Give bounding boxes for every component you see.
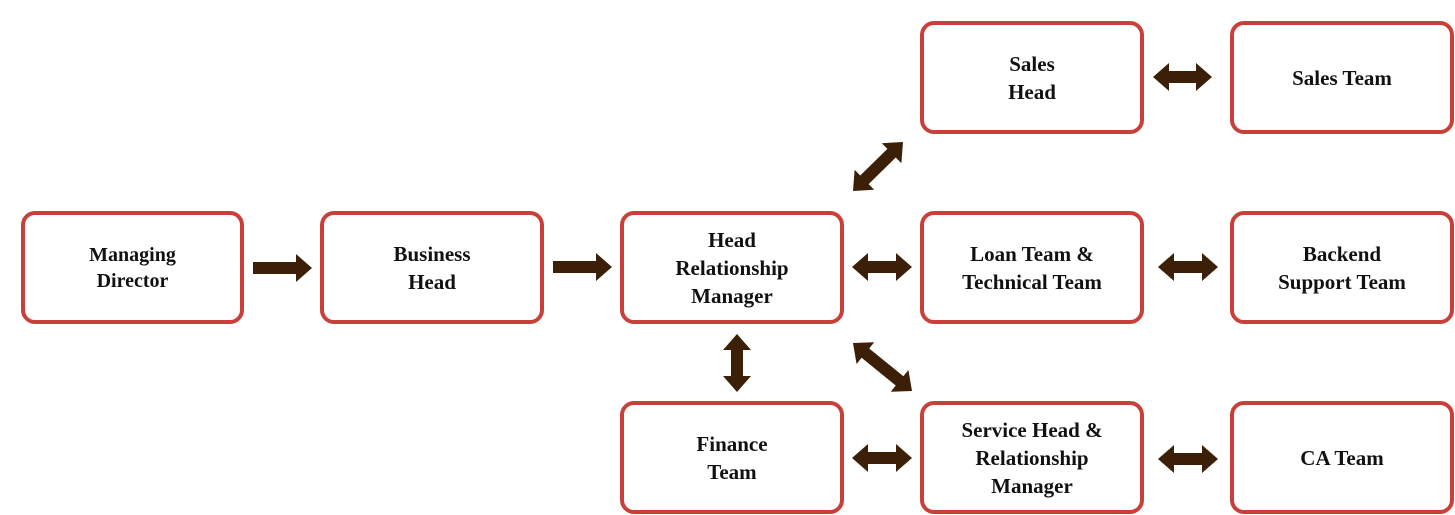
node-managing-director: Managing Director: [21, 211, 244, 324]
arrow-sales-head-sales-team: [1153, 63, 1212, 91]
node-label: Sales Team: [1292, 65, 1392, 90]
node-finance-team: Finance Team: [620, 401, 844, 514]
arrow-service-head-ca-team: [1158, 445, 1218, 473]
node-sales-team: Sales Team: [1230, 21, 1454, 134]
node-label: Managing Director: [89, 243, 176, 292]
node-head-relationship-manager: Head Relationship Manager: [620, 211, 844, 324]
node-label: CA Team: [1300, 445, 1384, 470]
arrow-head-rm-loan-team: [852, 253, 912, 281]
node-label: Finance Team: [696, 431, 768, 484]
node-backend-support-team: Backend Support Team: [1230, 211, 1454, 324]
node-label: Service Head & Relationship Manager: [961, 417, 1103, 498]
node-ca-team: CA Team: [1230, 401, 1454, 514]
node-loan-technical-team: Loan Team & Technical Team: [920, 211, 1144, 324]
arrow-loan-team-backend: [1158, 253, 1218, 281]
node-label: Business Head: [393, 241, 471, 294]
node-label: Backend Support Team: [1278, 241, 1406, 294]
node-label: Head Relationship Manager: [675, 227, 789, 308]
node-sales-head: Sales Head: [920, 21, 1144, 134]
arrow-managing-to-business: [253, 254, 312, 282]
node-label: Sales Head: [1008, 51, 1056, 104]
node-business-head: Business Head: [320, 211, 544, 324]
arrow-business-to-head-rm: [553, 253, 612, 281]
arrow-head-rm-service-head: [853, 342, 913, 392]
arrow-head-rm-finance: [723, 334, 751, 392]
node-service-head-rm: Service Head & Relationship Manager: [920, 401, 1144, 514]
arrow-head-rm-sales-head: [853, 141, 903, 191]
arrow-finance-service-head: [852, 444, 912, 472]
node-label: Loan Team & Technical Team: [962, 241, 1102, 294]
